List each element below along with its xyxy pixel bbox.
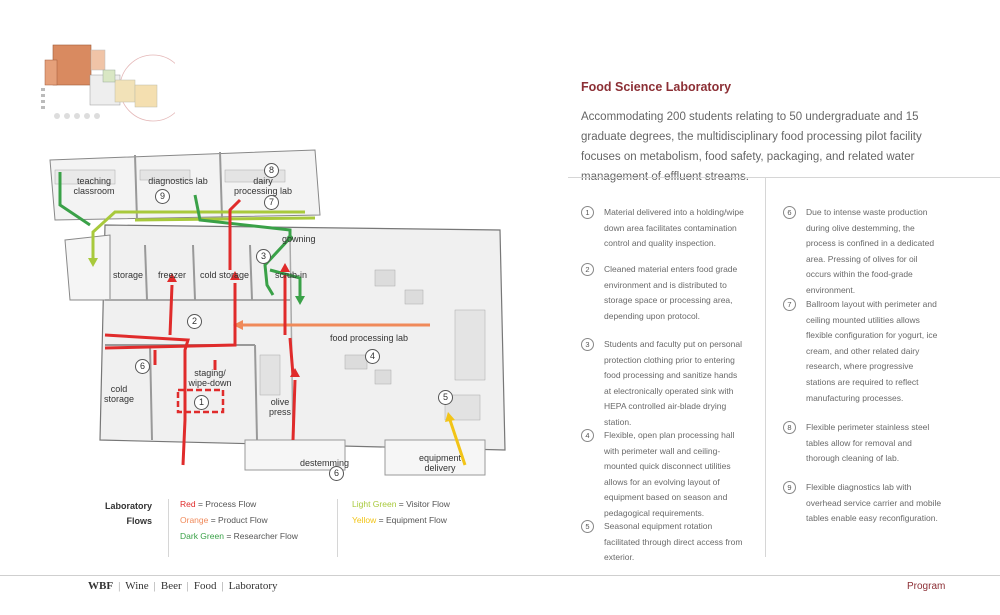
room-label-staging: staging/ wipe-down <box>188 368 232 388</box>
legend-divider-2 <box>337 499 338 557</box>
plan-number-9: 9 <box>155 189 170 204</box>
note-text: Ballroom layout with perimeter and ceili… <box>806 299 938 403</box>
footer-nav: WBF|Wine|Beer|Food|Laboratory <box>88 580 278 592</box>
note-text: Due to intense waste production during o… <box>806 207 935 295</box>
legend-title: Laboratory Flows <box>104 501 152 526</box>
legend-entry: Red = Process Flow <box>180 499 256 509</box>
note-text: Students and faculty put on personal pro… <box>604 339 742 427</box>
footer-link-beer[interactable]: Beer <box>160 580 182 592</box>
floor-plan-drawing <box>49 149 506 476</box>
note-number-badge: 5 <box>581 520 594 533</box>
note-text: Flexible diagnostics lab with overhead s… <box>806 482 942 524</box>
legend-entry: Light Green = Visitor Flow <box>352 499 450 509</box>
room-label-olive-press: olive press <box>268 397 291 417</box>
room-label-dairy: dairy processing lab <box>233 176 293 196</box>
plan-number-6b: 6 <box>329 466 344 481</box>
page-title: Food Science Laboratory <box>581 80 732 94</box>
footer-link-laboratory[interactable]: Laboratory <box>228 580 278 592</box>
room-label-food-processing: food processing lab <box>330 333 409 343</box>
footer-brand: WBF <box>88 580 114 592</box>
plan-number-6a: 6 <box>135 359 150 374</box>
plan-number-8: 8 <box>264 163 279 178</box>
legend-label: = Product Flow <box>210 515 268 525</box>
legend-entry: Dark Green = Researcher Flow <box>180 531 298 541</box>
legend-color-name: Dark Green <box>180 531 224 541</box>
plan-number-1: 1 <box>194 395 209 410</box>
room-label-freezer: freezer <box>158 270 187 280</box>
room-label-teaching: teaching classroom <box>73 176 115 196</box>
room-label-gowning: gowning <box>282 234 316 244</box>
legend-entry: Yellow = Equipment Flow <box>352 515 447 525</box>
note-number-badge: 1 <box>581 206 594 219</box>
note-number-badge: 2 <box>581 263 594 276</box>
room-label-storage: storage <box>113 270 144 280</box>
note-number-badge: 9 <box>783 481 796 494</box>
room-label-diagnostics: diagnostics lab <box>148 176 208 186</box>
note-number-badge: 3 <box>581 338 594 351</box>
room-label-cold-storage-2: cold storage <box>103 384 135 404</box>
legend-label: = Visitor Flow <box>398 499 450 509</box>
plan-number-5: 5 <box>438 390 453 405</box>
note-number-badge: 6 <box>783 206 796 219</box>
legend-color-name: Yellow <box>352 515 377 525</box>
note-number-badge: 4 <box>581 429 594 442</box>
note-text: Cleaned material enters food grade envir… <box>604 264 738 321</box>
intro-paragraph: Accommodating 200 students relating to 5… <box>581 111 922 183</box>
process-flow-arrows <box>104 198 297 466</box>
room-label-equipment-delivery: equipment delivery <box>418 453 462 473</box>
column-divider <box>765 177 766 557</box>
legend-label: = Equipment Flow <box>378 515 447 525</box>
room-label-cold-storage: cold storage <box>200 270 250 280</box>
legend-label: = Process Flow <box>197 499 257 509</box>
legend-entry: Orange = Product Flow <box>180 515 268 525</box>
note-number-badge: 8 <box>783 421 796 434</box>
plan-number-2: 2 <box>187 314 202 329</box>
legend-color-name: Light Green <box>352 499 397 509</box>
footer-divider <box>0 575 1000 576</box>
footer-link-wine[interactable]: Wine <box>125 580 149 592</box>
legend-color-name: Orange <box>180 515 209 525</box>
footer-link-food[interactable]: Food <box>193 580 217 592</box>
legend-label: = Researcher Flow <box>226 531 298 541</box>
note-text: Flexible, open plan processing hall with… <box>604 430 735 518</box>
equipment-flow-arrow <box>448 419 467 466</box>
footer-section: Program <box>907 581 946 592</box>
room-label-destemming: destemming <box>300 458 350 468</box>
plan-number-3: 3 <box>256 249 271 264</box>
legend-divider-1 <box>168 499 169 557</box>
room-label-scrub-in: scrub-in <box>275 270 308 280</box>
legend-color-name: Red <box>180 499 196 509</box>
section-divider <box>568 177 1000 178</box>
floor-plan-diagram: teaching classroom diagnostics lab dairy… <box>45 140 545 481</box>
researcher-flow-arrows <box>58 172 302 298</box>
note-text: Material delivered into a holding/wipe d… <box>604 207 744 249</box>
note-text: Flexible perimeter stainless steel table… <box>806 422 930 464</box>
note-number-badge: 7 <box>783 298 796 311</box>
plan-number-7: 7 <box>264 195 279 210</box>
key-plan-thumbnail <box>41 44 175 122</box>
note-text: Seasonal equipment rotation facilitated … <box>604 521 743 563</box>
plan-number-4: 4 <box>365 349 380 364</box>
